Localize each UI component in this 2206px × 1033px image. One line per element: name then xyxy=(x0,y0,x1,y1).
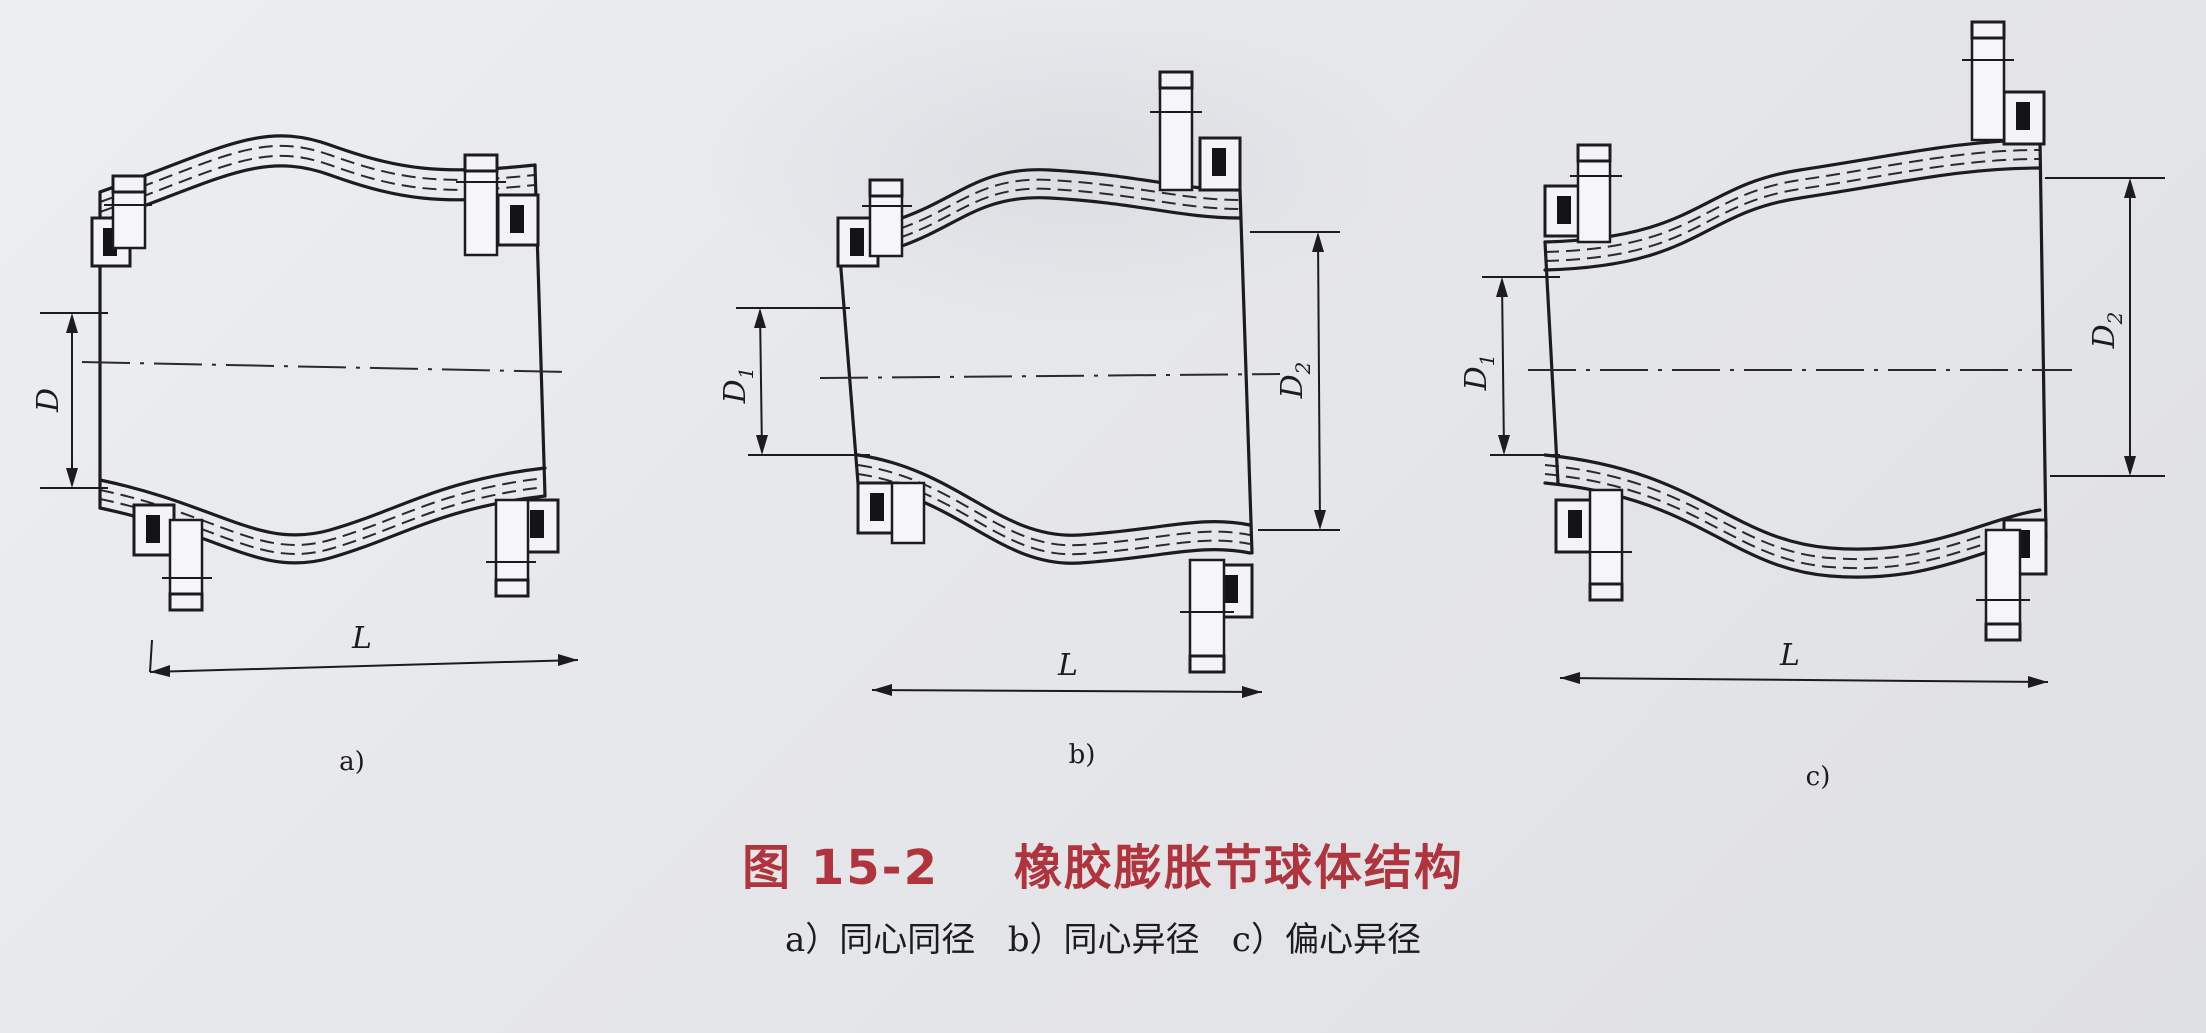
panel-a-d-label: D xyxy=(31,388,66,413)
panel-c-l-label: L xyxy=(1779,638,1800,673)
panel-c-flange-left-top xyxy=(1543,143,1622,244)
panel-a-dimension-d: D xyxy=(31,312,108,489)
panel-b-d1-label: D1 xyxy=(718,367,758,405)
figure-title: 橡胶膨胀节球体结构 xyxy=(1013,840,1464,896)
panel-b-flange-right-top xyxy=(1150,70,1242,192)
panel-a-flange-right-top xyxy=(456,153,540,257)
panel-c-dimension-l: L xyxy=(1559,638,2049,688)
panel-c-eccentric-reducing: D1 D2 L c) xyxy=(1459,20,2165,792)
figure-subtitle: a）同心同径 b）同心异径 c）偏心异径 xyxy=(785,920,1421,960)
panel-a-center-line xyxy=(81,361,569,373)
panel-c-flange-left-bottom xyxy=(1554,488,1632,602)
panel-a-l-label: L xyxy=(351,621,372,656)
panel-b-dimension-d1: D1 xyxy=(718,307,870,456)
panel-b-lower-wall xyxy=(856,453,1252,565)
panel-b-dimension-d2: D2 xyxy=(1250,231,1340,531)
figure-caption-title: 图 15-2 橡胶膨胀节球体结构 xyxy=(0,828,2206,898)
panel-a-flange-right-bottom xyxy=(486,498,560,598)
panel-a-flange-left-bottom xyxy=(132,503,212,612)
panel-c-dimension-d2: D2 xyxy=(2045,177,2165,477)
panel-b-concentric-reducing: D1 D2 L b) xyxy=(718,70,1340,770)
panel-c-label: c) xyxy=(1806,762,1831,792)
panel-a-upper-wall xyxy=(98,134,537,224)
panel-c-flange-right-bottom xyxy=(1976,518,2048,642)
panel-c-d1-label: D1 xyxy=(1459,354,1499,392)
panel-b-center-line xyxy=(819,373,1281,379)
panel-a-label: a) xyxy=(339,747,365,777)
panel-c-flange-right-top xyxy=(1962,20,2046,146)
panel-b-flange-left-bottom xyxy=(856,481,926,545)
panel-c-upper-wall xyxy=(1543,138,2042,272)
panel-a-flange-left-top xyxy=(90,174,152,268)
panel-b-d2-label: D2 xyxy=(1275,362,1315,400)
panel-b-flange-right-bottom xyxy=(1180,558,1254,674)
panel-b-dimension-l: L xyxy=(871,648,1263,698)
figure-number: 图 15-2 xyxy=(742,840,939,896)
panel-c-lower-wall xyxy=(1543,453,2042,579)
panel-c-d2-label: D2 xyxy=(2087,312,2127,350)
panel-a-dimension-l: L xyxy=(149,621,579,677)
figure-caption-subtitle: a）同心同径 b）同心异径 c）偏心异径 xyxy=(0,912,2206,961)
panel-b-flange-left-top xyxy=(836,178,912,268)
panel-b-l-label: L xyxy=(1057,648,1078,683)
panel-b-label: b) xyxy=(1069,740,1096,770)
panel-c-dimension-d1: D1 xyxy=(1459,276,1560,456)
panel-a-concentric-same-diameter: D L a) xyxy=(31,134,579,777)
